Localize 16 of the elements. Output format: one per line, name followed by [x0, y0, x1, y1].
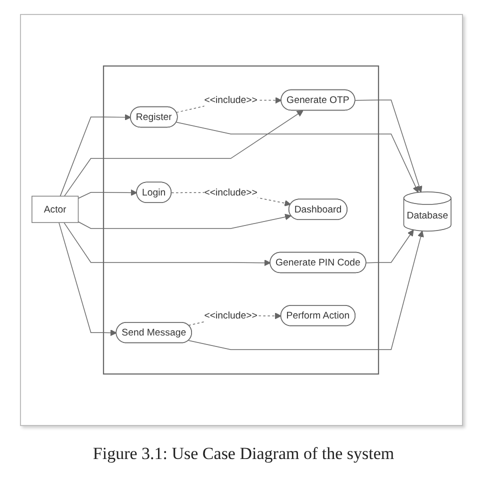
edge-label: <<include>> — [204, 310, 258, 321]
arrow — [58, 222, 117, 336]
cluster — [102, 65, 380, 375]
figure-caption: Figure 3.1: Use Case Diagram of the system — [92, 444, 394, 463]
edge-label: <<include>> — [204, 186, 258, 198]
figure-frame: <<include>> <<include>> <<include>> Actor Register Generate OTP Login Dashboard Generate PIN Code Send Message Perform Action Database — [20, 14, 463, 426]
arrow — [60, 114, 132, 197]
arrow — [78, 214, 292, 229]
arrow — [176, 122, 419, 193]
node-box — [32, 196, 79, 223]
arrow — [64, 110, 304, 197]
arrow — [78, 189, 138, 199]
arrow — [366, 230, 414, 264]
edge-label: <<include>> — [204, 94, 258, 106]
arrow — [354, 100, 422, 192]
arrow — [64, 222, 271, 266]
